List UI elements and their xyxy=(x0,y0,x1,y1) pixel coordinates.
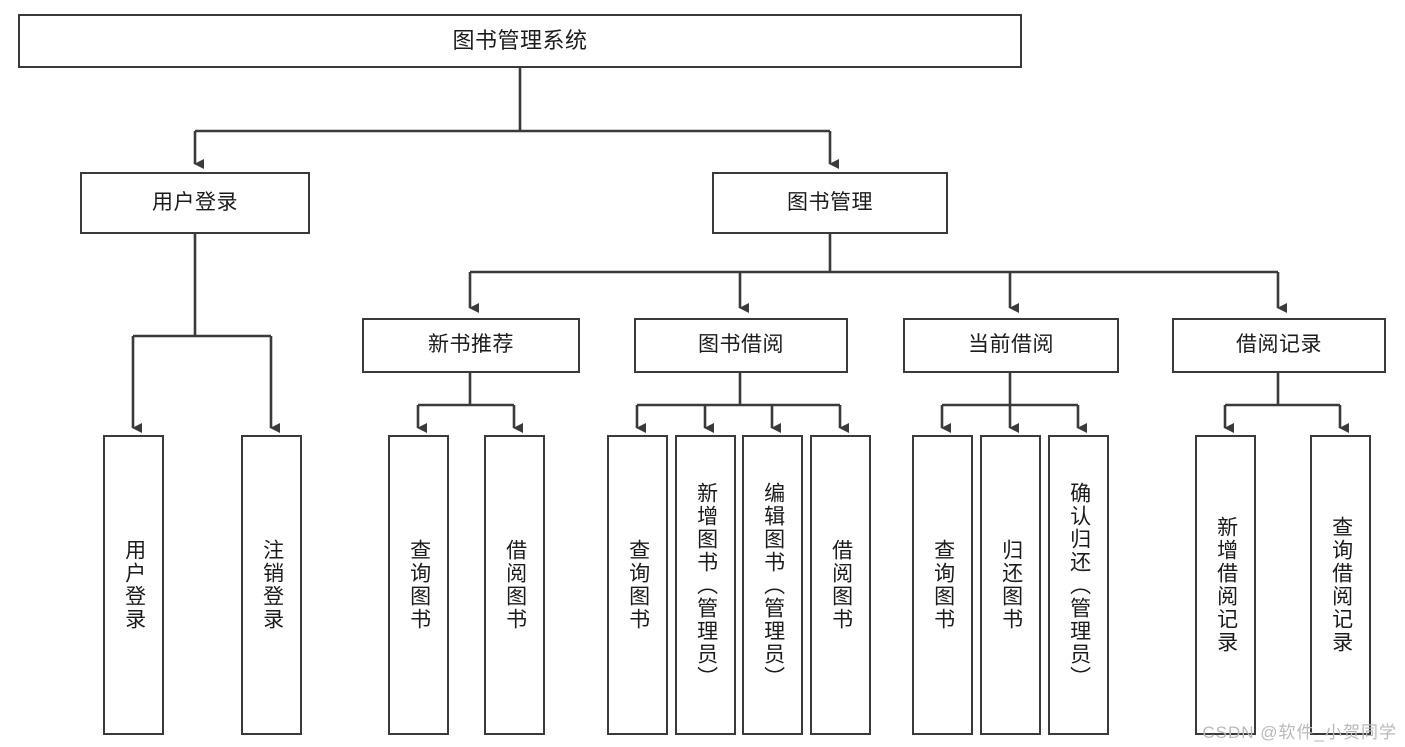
node-label: 图书管理系统 xyxy=(452,28,588,54)
node-borrow-record[interactable]: 借阅记录 xyxy=(1172,318,1386,373)
leaf-confirm-return-admin[interactable]: 确认归还（管理员） xyxy=(1048,435,1109,735)
leaf-user-logout[interactable]: 注销登录 xyxy=(241,435,302,735)
leaf-label: 借阅图书 xyxy=(829,539,853,631)
node-label: 当前借阅 xyxy=(968,333,1054,357)
leaf-label: 查询借阅记录 xyxy=(1329,516,1353,654)
leaf-return-book[interactable]: 归还图书 xyxy=(980,435,1041,735)
node-label: 新书推荐 xyxy=(428,333,514,357)
leaf-query-book-current[interactable]: 查询图书 xyxy=(912,435,973,735)
node-user-login[interactable]: 用户登录 xyxy=(80,172,310,234)
leaf-user-login[interactable]: 用户登录 xyxy=(103,435,164,735)
node-current-borrow[interactable]: 当前借阅 xyxy=(903,318,1119,373)
leaf-label: 注销登录 xyxy=(260,539,284,631)
node-root-book-management-system[interactable]: 图书管理系统 xyxy=(18,14,1022,68)
leaf-add-book-admin[interactable]: 新增图书（管理员） xyxy=(675,435,736,735)
leaf-label: 查询图书 xyxy=(626,539,650,631)
leaf-query-book-borrow[interactable]: 查询图书 xyxy=(607,435,668,735)
leaf-query-borrow-record[interactable]: 查询借阅记录 xyxy=(1310,435,1371,735)
node-label: 图书借阅 xyxy=(698,333,784,357)
leaf-label: 查询图书 xyxy=(407,539,431,631)
leaf-label: 确认归还（管理员） xyxy=(1067,481,1091,689)
leaf-label: 用户登录 xyxy=(122,539,146,631)
leaf-borrow-book-recommend[interactable]: 借阅图书 xyxy=(484,435,545,735)
leaf-label: 编辑图书（管理员） xyxy=(761,481,785,689)
node-label: 用户登录 xyxy=(152,190,238,214)
node-book-borrow[interactable]: 图书借阅 xyxy=(634,318,848,373)
leaf-label: 查询图书 xyxy=(931,539,955,631)
leaf-label: 新增借阅记录 xyxy=(1214,516,1238,654)
leaf-label: 归还图书 xyxy=(999,539,1023,631)
leaf-label: 借阅图书 xyxy=(503,539,527,631)
node-label: 借阅记录 xyxy=(1236,333,1322,357)
leaf-add-borrow-record[interactable]: 新增借阅记录 xyxy=(1195,435,1256,735)
leaf-edit-book-admin[interactable]: 编辑图书（管理员） xyxy=(742,435,803,735)
node-label: 图书管理 xyxy=(787,190,873,214)
node-book-management[interactable]: 图书管理 xyxy=(712,172,948,234)
node-new-book-recommend[interactable]: 新书推荐 xyxy=(362,318,580,373)
leaf-borrow-book[interactable]: 借阅图书 xyxy=(810,435,871,735)
leaf-query-book-recommend[interactable]: 查询图书 xyxy=(388,435,449,735)
leaf-label: 新增图书（管理员） xyxy=(694,481,718,689)
watermark-text: CSDN @软件_小贺同学 xyxy=(1202,723,1397,742)
